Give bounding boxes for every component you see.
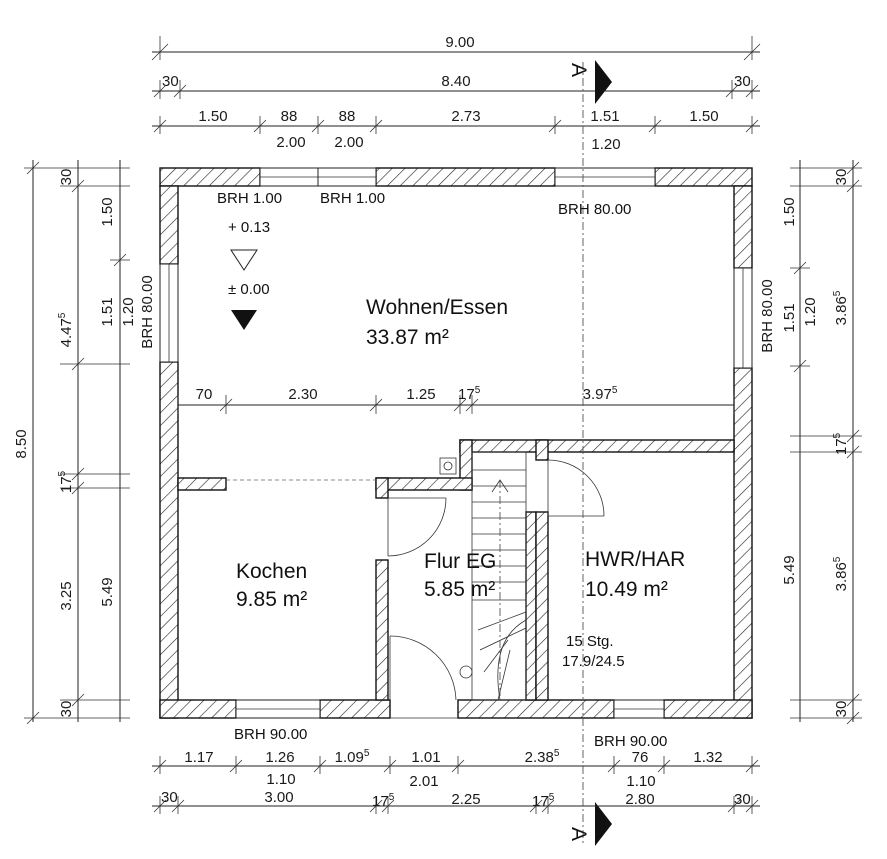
level-zero: ± 0.00	[228, 281, 270, 298]
stairs-ratio: 17.9/24.5	[562, 653, 625, 670]
dim-b3-1: 30	[161, 789, 178, 806]
section-label-top: A	[567, 63, 590, 77]
dim-b3-4: 2.25	[451, 791, 480, 808]
dim-left-inner-549: 5.49	[99, 577, 116, 606]
dim-inner-397: 3.975	[583, 385, 618, 403]
room-kochen-name: Kochen	[236, 560, 307, 583]
label-window-bottom2: BRH 90.00	[594, 733, 667, 750]
section-label-bottom: A	[567, 827, 590, 841]
dim-r4-2: 2.00	[334, 134, 363, 151]
dim-b1-5: 2.385	[525, 748, 560, 766]
dim-right-inner-549: 5.49	[781, 555, 798, 584]
room-flur-area: 5.85 m²	[424, 578, 495, 601]
dim-r2-left: 30	[162, 73, 179, 90]
dim-right-386-top: 3.865	[832, 290, 850, 325]
room-labels: Wohnen/Essen 33.87 m² Kochen 9.85 m² Flu…	[236, 296, 685, 670]
inner-dimension-chain: 70 2.30 1.25 175 3.975	[177, 385, 735, 414]
dim-left-30-bottom: 30	[58, 701, 75, 718]
label-window-top1: BRH 1.00	[217, 190, 282, 207]
left-dimension-chains: 8.50 30 4.475 175 3.25 30 1.50 1.51 5.49…	[13, 160, 156, 725]
dim-total-width: 9.00	[445, 34, 474, 51]
windows	[159, 167, 753, 719]
section-arrow-bottom	[595, 802, 612, 846]
label-window-top3: BRH 80.00	[558, 201, 631, 218]
dim-left-window: 1.20	[120, 297, 137, 326]
dim-inner-125: 1.25	[406, 386, 435, 403]
dim-left-inner-150: 1.50	[99, 197, 116, 226]
dim-r2-mid: 8.40	[441, 73, 470, 90]
dim-r3-3: 88	[339, 108, 356, 125]
dim-b1-3: 1.095	[335, 748, 370, 766]
dim-right-30-top: 30	[833, 169, 850, 186]
dim-b3-6: 2.80	[625, 791, 654, 808]
level-markers: + 0.13 ± 0.00	[228, 219, 270, 330]
dim-b1-2: 1.26	[265, 749, 294, 766]
bottom-dimension-chains: 1.17 1.26 1.095 1.01 2.385 76 1.32 1.10 …	[152, 748, 760, 814]
dim-b2-2: 1.10	[626, 773, 655, 790]
section-line: A A	[567, 60, 612, 846]
room-hwr-area: 10.49 m²	[585, 578, 668, 601]
dim-r3-4: 2.73	[451, 108, 480, 125]
dim-r3-5: 1.51	[590, 108, 619, 125]
dim-inner-230: 2.30	[288, 386, 317, 403]
dim-right-30-bottom: 30	[833, 701, 850, 718]
dim-r3-1: 1.50	[198, 108, 227, 125]
window-labels: BRH 1.00 BRH 1.00 BRH 80.00 BRH 90.00 BR…	[217, 190, 667, 750]
dim-r3-2: 88	[281, 108, 298, 125]
dim-right-17: 175	[832, 432, 850, 455]
section-arrow-top	[595, 60, 612, 104]
room-hwr-name: HWR/HAR	[585, 548, 685, 571]
dim-inner-70: 70	[196, 386, 213, 403]
level-filled-triangle-icon	[231, 310, 257, 330]
dim-b1-6: 76	[632, 749, 649, 766]
room-wohnen-area: 33.87 m²	[366, 326, 449, 349]
dim-r4-3: 1.20	[591, 136, 620, 153]
dim-r3-6: 1.50	[689, 108, 718, 125]
dim-right-386-bottom: 3.865	[832, 556, 850, 591]
stairs-steps: 15 Stg.	[566, 633, 614, 650]
dim-right-window: 1.20	[802, 297, 819, 326]
dim-b2-3: 2.01	[409, 773, 438, 790]
dim-b1-4: 1.01	[411, 749, 440, 766]
level-open-triangle-icon	[230, 249, 258, 271]
dim-right-inner-150: 1.50	[781, 197, 798, 226]
dim-b3-3: 175	[372, 792, 395, 810]
dim-b1-1: 1.17	[184, 749, 213, 766]
dim-left-inner-151: 1.51	[99, 297, 116, 326]
dim-b3-7: 30	[734, 791, 751, 808]
dim-b3-2: 3.00	[264, 789, 293, 806]
room-flur-name: Flur EG	[424, 550, 496, 573]
dim-left-total: 8.50	[13, 429, 30, 458]
right-dimension-chains: 1.50 1.51 5.49 1.20 BRH 80.00 30 3.865 1…	[759, 160, 862, 725]
walls	[159, 167, 753, 719]
dim-b3-5: 175	[532, 792, 555, 810]
dim-left-17: 175	[57, 470, 75, 493]
dim-left-447: 4.475	[57, 312, 75, 347]
label-window-left: BRH 80.00	[139, 275, 156, 348]
dim-left-325: 3.25	[58, 581, 75, 610]
dim-r4-1: 2.00	[276, 134, 305, 151]
room-kochen-area: 9.85 m²	[236, 588, 307, 611]
dim-inner-17: 175	[458, 385, 481, 403]
label-window-top2: BRH 1.00	[320, 190, 385, 207]
label-window-right: BRH 80.00	[759, 279, 776, 352]
dim-r2-right: 30	[734, 73, 751, 90]
dim-b2-1: 1.10	[266, 771, 295, 788]
dim-left-30-top: 30	[58, 169, 75, 186]
level-upper: + 0.13	[228, 219, 270, 236]
room-wohnen-name: Wohnen/Essen	[366, 296, 508, 319]
dim-right-inner-151: 1.51	[781, 303, 798, 332]
top-dimension-chains: 9.00 30 8.40 30 1.50 88 88 2.73 1.51 1.5…	[151, 34, 761, 153]
interior-details	[226, 451, 605, 701]
dim-b1-7: 1.32	[693, 749, 722, 766]
stairs	[459, 451, 527, 701]
label-window-bottom1: BRH 90.00	[234, 726, 307, 743]
